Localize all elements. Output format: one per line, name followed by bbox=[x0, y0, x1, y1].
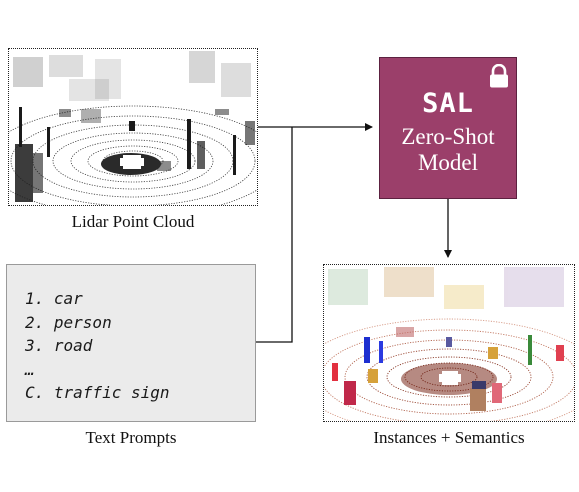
sal-model-box: SAL Zero-Shot Model bbox=[379, 57, 517, 199]
prompt-item: 1. car bbox=[25, 289, 83, 308]
prompt-ellipsis: … bbox=[25, 359, 35, 379]
lock-icon bbox=[490, 64, 508, 88]
prompt-item: 2. person bbox=[25, 312, 112, 332]
model-name: SAL bbox=[422, 88, 474, 119]
prompt-item: C. traffic sign bbox=[25, 383, 170, 402]
model-subtitle-line2: Model bbox=[417, 150, 479, 175]
prompts-caption: Text Prompts bbox=[85, 428, 177, 447]
instances-semantics-image bbox=[323, 264, 575, 422]
output-caption: Instances + Semantics bbox=[373, 428, 525, 447]
lidar-point-cloud-render bbox=[9, 51, 257, 205]
text-prompts-box: 1. car 2. person 3. road … C. traffic si… bbox=[6, 264, 256, 422]
lidar-point-cloud-image bbox=[8, 48, 258, 206]
model-subtitle-line1: Zero-Shot bbox=[401, 124, 495, 149]
segmented-point-cloud-render bbox=[324, 267, 574, 421]
prompt-item: 3. road bbox=[25, 336, 93, 355]
prompts-to-model-line bbox=[256, 127, 293, 343]
lidar-caption: Lidar Point Cloud bbox=[71, 212, 195, 231]
